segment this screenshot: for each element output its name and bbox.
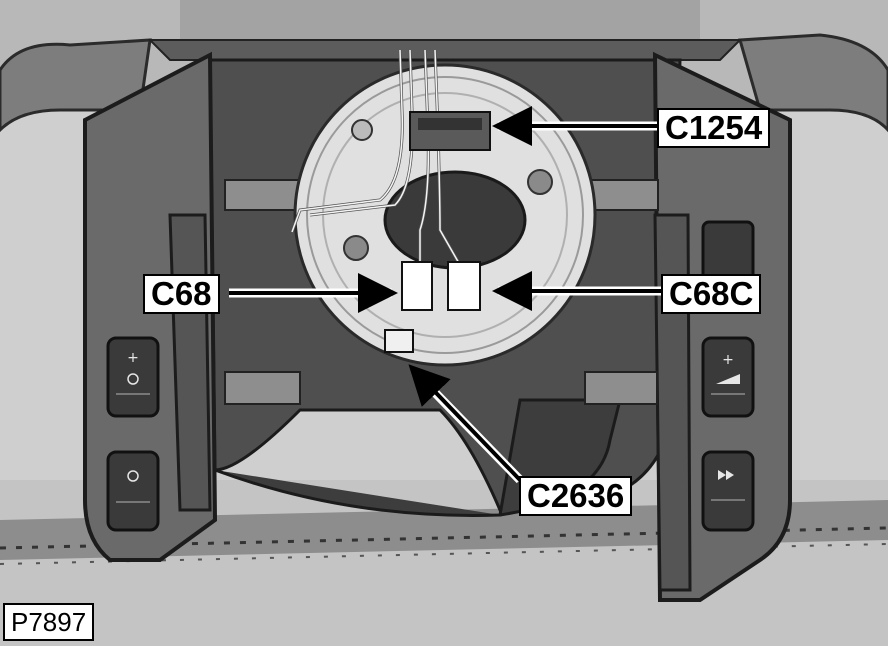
svg-text:+: +	[722, 352, 734, 368]
figure-reference: P7897	[3, 603, 95, 641]
svg-text:+: +	[127, 350, 139, 366]
callout-c1254: C1254	[657, 108, 771, 148]
callout-c68c: C68C	[661, 274, 762, 314]
callout-c2636: C2636	[519, 476, 633, 516]
callout-c68: C68	[143, 274, 220, 314]
c2636-leader	[408, 364, 522, 482]
